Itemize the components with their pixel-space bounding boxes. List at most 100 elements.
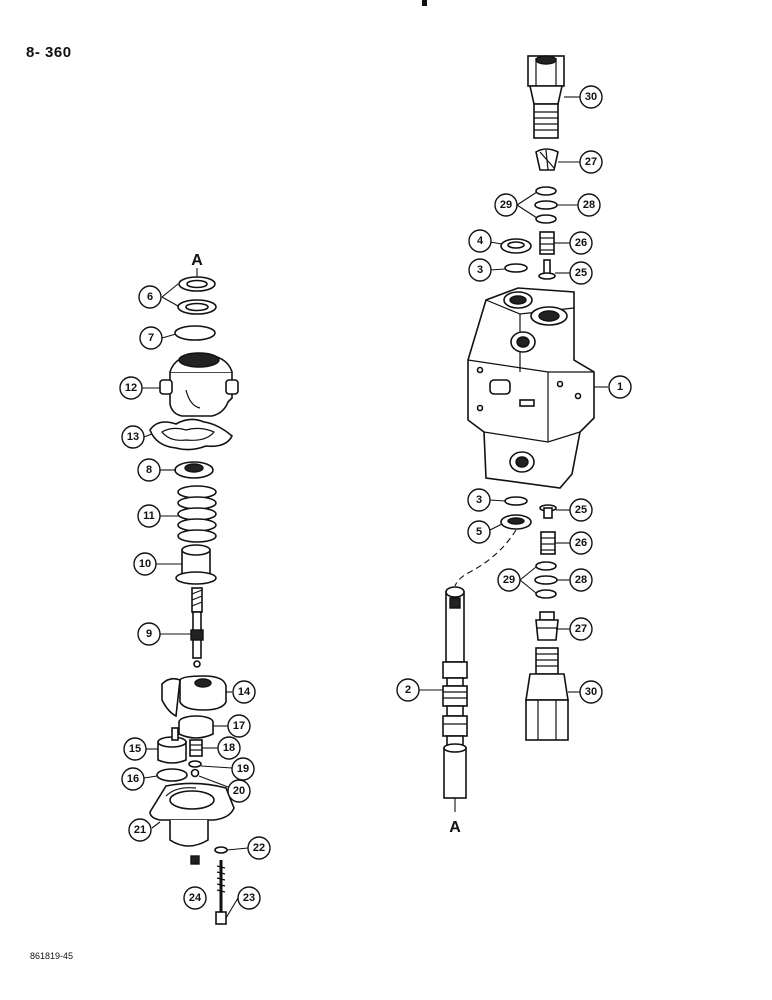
callout-7: 7 [139,326,163,350]
svg-text:17: 17 [233,720,245,732]
part-3-o-ring-top [504,263,528,273]
part-27-poppet-top [535,148,559,171]
callout-13: 13 [121,425,145,449]
svg-text:16: 16 [127,773,139,785]
part-15-detent-block [157,727,187,764]
reference-letter-top: A [191,252,203,269]
callout-12: 12 [119,376,143,400]
part-18-spring [189,739,203,757]
part-10-collar [175,544,217,585]
svg-text:23: 23 [243,892,255,904]
part-30-relief-valve-top [527,55,565,139]
part-25-plunger-top [538,259,556,280]
callout-17: 17 [227,714,251,738]
callout-6: 6 [138,285,162,309]
svg-text:28: 28 [583,199,595,211]
callout-24: 24 [183,886,207,910]
callout-4: 4 [468,229,492,253]
svg-text:3: 3 [477,264,483,276]
callout-1: 1 [608,375,632,399]
part-7-o-ring [174,325,216,341]
part-8-seat [174,461,214,479]
svg-text:29: 29 [500,199,512,211]
callout-3: 3 [467,488,491,512]
svg-text:27: 27 [585,156,597,168]
callout-11: 11 [137,504,161,528]
callout-2: 2 [396,678,420,702]
svg-text:3: 3 [476,494,482,506]
callout-15: 15 [123,737,147,761]
svg-text:25: 25 [575,504,587,516]
svg-text:26: 26 [575,537,587,549]
part-27-poppet-bottom [535,611,559,641]
callout-29: 29 [494,193,518,217]
svg-text:27: 27 [575,623,587,635]
callout-25: 25 [569,261,593,285]
part-30-relief-valve-bottom [525,647,569,741]
callout-19: 19 [231,757,255,781]
part-11-spring [177,485,217,543]
callout-3: 3 [468,258,492,282]
part-25-plunger-bottom [539,504,557,519]
svg-text:30: 30 [585,91,597,103]
part-6-washers [177,276,217,315]
callout-20: 20 [227,779,251,803]
part-2-spool [442,586,468,799]
svg-text:5: 5 [476,526,482,538]
part-3-o-ring-bottom [504,496,528,506]
callout-28: 28 [577,193,601,217]
svg-text:11: 11 [143,510,155,522]
left-assembly: A [142,252,249,925]
callout-26: 26 [569,531,593,555]
svg-text:13: 13 [127,431,139,443]
part-28-o-ring-bottom [534,575,558,585]
callout-28: 28 [569,568,593,592]
callout-27: 27 [569,617,593,641]
reference-letter-bottom: A [449,819,461,836]
part-17-cap [178,715,214,739]
top-edge-mark [422,0,427,6]
part-29-backup-ring-bottom-a [535,561,557,571]
figure-code: 861819-45 [30,951,74,961]
svg-text:12: 12 [125,382,137,394]
callout-8: 8 [137,458,161,482]
page-number: 8- 360 [26,44,72,61]
part-21-cover [149,782,235,847]
callout-18: 18 [217,736,241,760]
callout-23: 23 [237,886,261,910]
callout-21: 21 [128,818,152,842]
svg-text:9: 9 [146,628,152,640]
callout-10: 10 [133,552,157,576]
svg-text:10: 10 [139,558,151,570]
svg-text:28: 28 [575,574,587,586]
svg-text:30: 30 [585,686,597,698]
svg-text:25: 25 [575,267,587,279]
callout-25: 25 [569,498,593,522]
svg-text:21: 21 [134,824,146,836]
part-1-valve-body [467,287,595,489]
part-29-backup-ring-top-a [535,186,557,196]
svg-text:26: 26 [575,237,587,249]
part-16-o-ring [156,768,188,782]
part-26-spring-bottom [540,531,556,555]
svg-text:29: 29 [503,574,515,586]
part-9-plunger [190,587,204,668]
part-14-cam [161,675,227,718]
callout-27: 27 [579,150,603,174]
callout-5: 5 [467,520,491,544]
svg-text:22: 22 [253,842,265,854]
part-19-washer [188,760,202,768]
svg-text:15: 15 [129,743,141,755]
svg-text:14: 14 [238,686,251,698]
callout-9: 9 [137,622,161,646]
svg-text:4: 4 [477,235,484,247]
part-26-spring-top [539,231,555,255]
callout-labels: 1 2 3 3 4 5 6 7 8 9 10 11 12 13 14 15 16… [119,85,632,910]
svg-text:20: 20 [233,785,245,797]
callout-22: 22 [247,836,271,860]
part-20-ball [190,768,200,778]
svg-text:24: 24 [189,892,202,904]
part-23-bolt [215,860,227,925]
